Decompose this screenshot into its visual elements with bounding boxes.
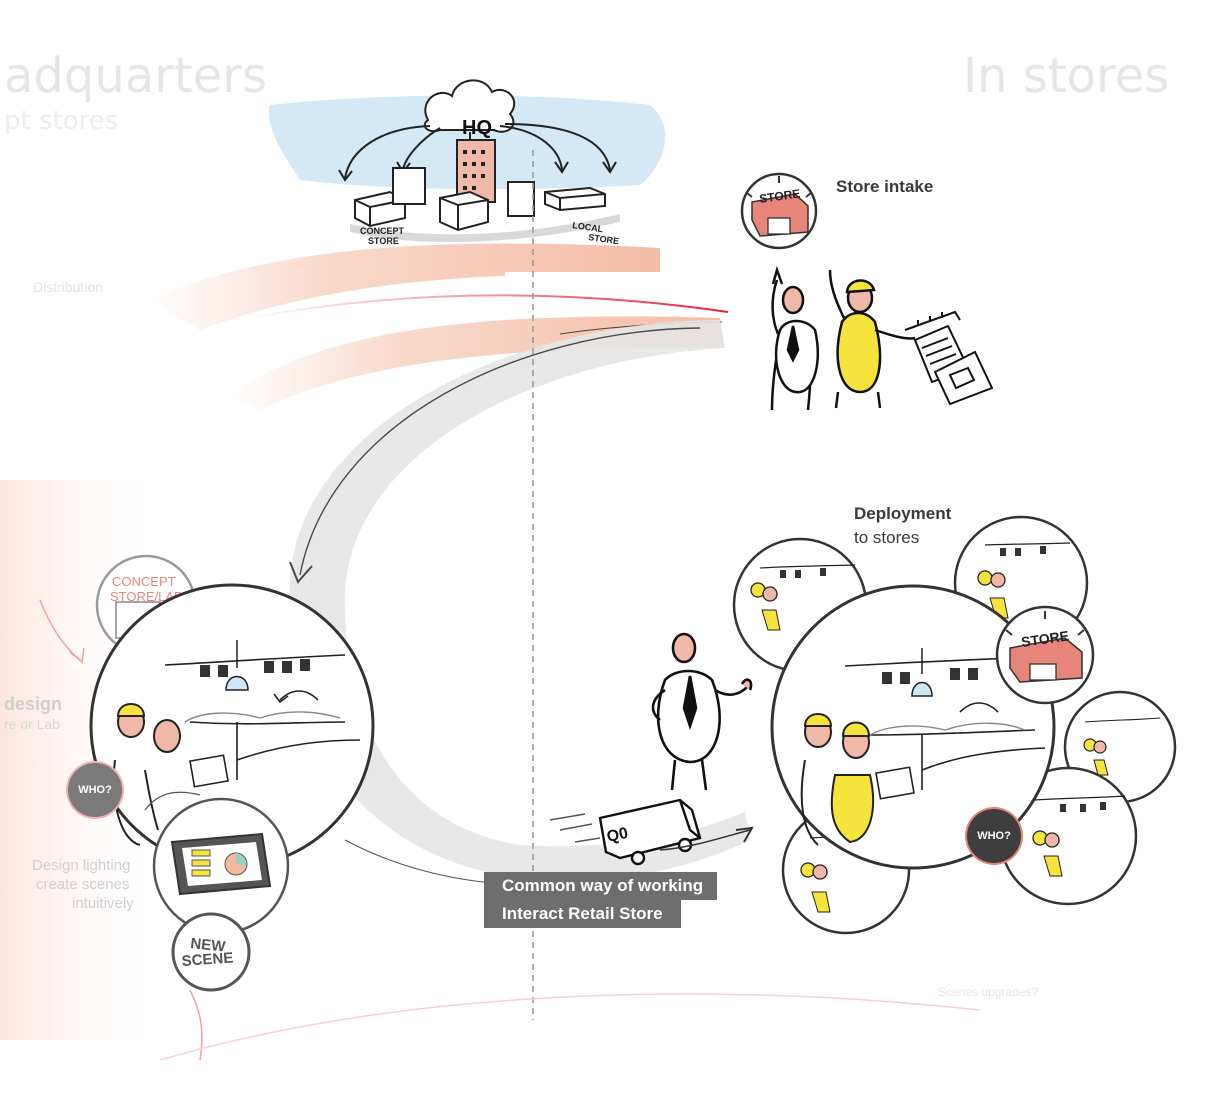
local-store-label-2: STORE — [588, 232, 620, 246]
hq-sign: HQ — [462, 117, 492, 139]
distribution-gap — [505, 272, 675, 282]
faded-bottom-curve — [159, 993, 981, 1061]
lighting-tablet-circle — [152, 797, 290, 935]
hq-distribution-arrows — [338, 123, 617, 182]
hq-buildings — [354, 167, 606, 232]
deployment-manager-figure — [651, 632, 753, 791]
store-intake-icon-text: STORE — [758, 186, 801, 206]
arc-arrow-line — [299, 327, 701, 576]
new-scene-line1: NEW — [190, 935, 227, 956]
store-intake-icon: STORE — [740, 172, 818, 250]
local-store-label-1: LOCAL — [572, 220, 605, 234]
concept-store-label-2: STORE — [368, 236, 399, 246]
van-text: Q0 — [605, 825, 630, 846]
intake-worker-figure — [828, 269, 916, 409]
design-faded-subtitle: re or Lab — [4, 716, 61, 732]
deployment-store-icon-text: STORE — [1020, 627, 1070, 650]
lighting-faded-line1: Design lighting — [32, 857, 131, 874]
lighting-faded-line2: create scenes — [36, 876, 130, 893]
delivery-van — [549, 798, 754, 866]
headquarters-heading: adquarters — [4, 48, 268, 104]
faded-red-arrow-head — [69, 647, 85, 664]
hq-ground-shadow — [350, 214, 620, 243]
distribution-red-line — [249, 294, 729, 319]
headquarters-subheading: pt stores — [4, 106, 119, 136]
arc-arrow-head — [289, 561, 313, 584]
banner-line-1: Common way of working — [484, 872, 718, 900]
concept-store-label-1: CONCEPT — [360, 226, 405, 236]
who-badge-right: WHO? — [967, 809, 1021, 863]
store-main-circle — [770, 584, 1056, 870]
cloud-icon — [423, 79, 516, 133]
new-scene-badge — [171, 912, 251, 1061]
who-badge-left: WHO? — [68, 763, 122, 817]
store-intake-title: Store intake — [836, 177, 934, 196]
common-way-banner: Common way of working Interact Retail St… — [484, 872, 718, 928]
intake-manager-figure — [770, 265, 819, 411]
concept-lab-line2: STORE/LAB — [110, 589, 183, 604]
hq-tower — [456, 139, 496, 203]
banner-line-2: Interact Retail Store — [484, 900, 681, 928]
scene-upgrades-faded: Scenes upgrades? — [938, 985, 1039, 999]
intake-documents — [904, 310, 994, 406]
new-scene-line2: SCENE — [181, 949, 234, 970]
lighting-faded-line3: intuitively — [72, 895, 134, 912]
cycle-arc — [289, 320, 750, 881]
in-stores-heading: In stores — [963, 48, 1170, 104]
distribution-faded-label: Distribution — [33, 279, 104, 295]
concept-lab-line1: CONCEPT — [112, 574, 176, 589]
deployment-store-icon: STORE — [995, 605, 1095, 705]
design-faded-title: design — [4, 694, 63, 714]
deployment-subtitle: to stores — [854, 528, 920, 547]
deployment-title: Deployment — [854, 504, 952, 523]
